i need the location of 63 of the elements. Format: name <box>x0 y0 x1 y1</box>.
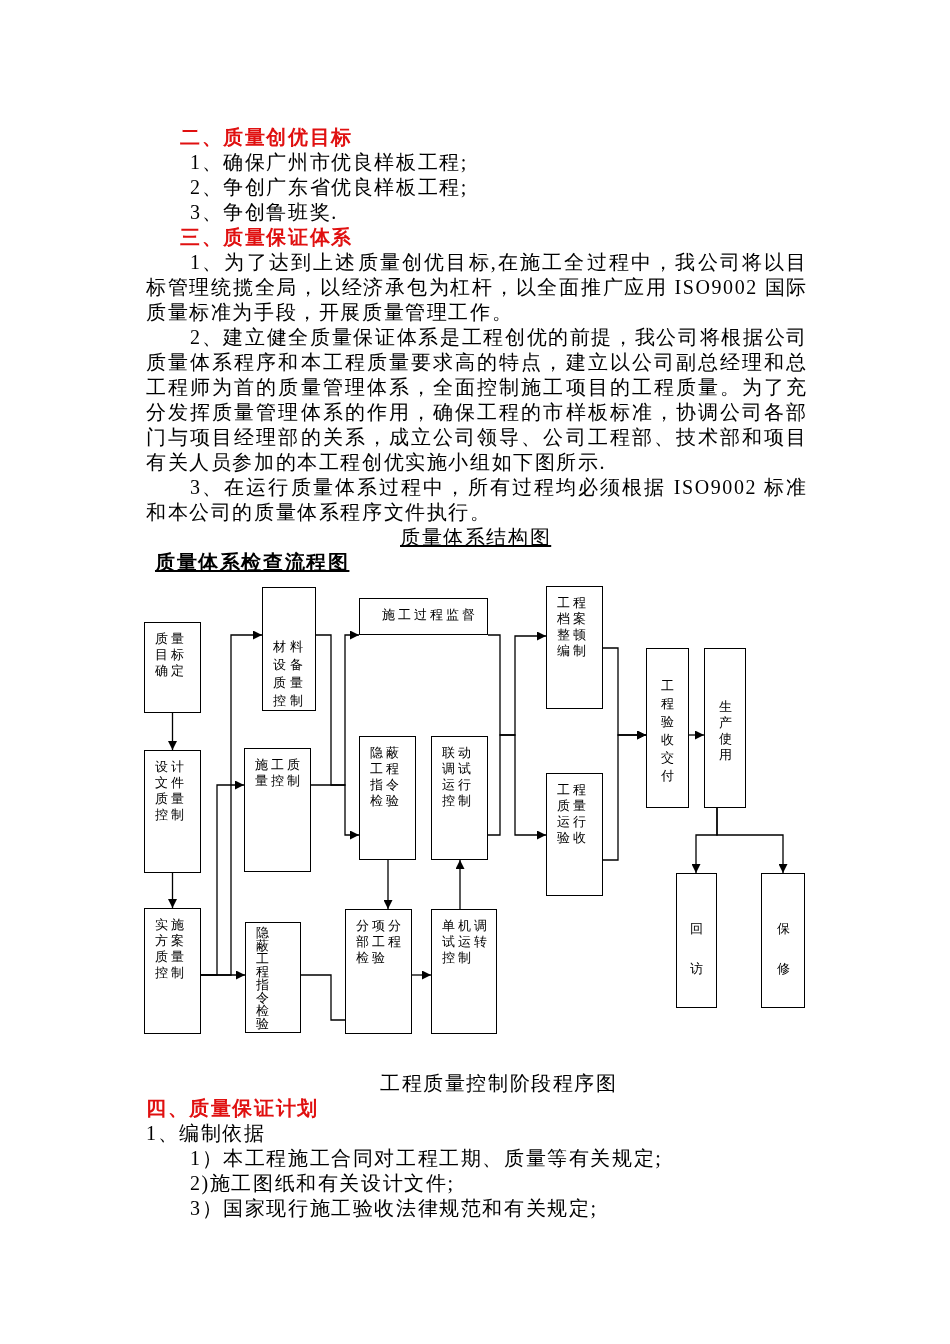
text-line: 1、确保广州市优良样板工程; <box>190 150 469 175</box>
process-box <box>345 909 412 1034</box>
arrow <box>310 784 360 840</box>
caption: 工程质量控制阶段程序图 <box>380 1071 618 1096</box>
box-label: 工程档案整顿编制 <box>557 595 590 659</box>
process-box <box>704 648 746 808</box>
box-label: 材料设备质量控制 <box>273 638 307 710</box>
process-box <box>646 648 689 808</box>
process-box <box>546 586 603 709</box>
process-box <box>244 748 311 872</box>
process-box <box>431 736 488 860</box>
process-box <box>144 750 201 873</box>
box-label: 施工质量控制 <box>255 757 303 789</box>
process-box <box>359 598 488 635</box>
section-heading: 四、质量保证计划 <box>146 1096 320 1121</box>
process-box <box>546 773 603 896</box>
arrow <box>168 872 177 909</box>
box-label: 隐蔽工程指令检验 <box>256 926 270 1030</box>
section-heading: 二、质量创优目标 <box>180 125 354 150</box>
arrow <box>716 807 788 874</box>
text-line: 3）国家现行施工验收法律规范和有关规定; <box>190 1196 599 1221</box>
arrow <box>487 631 547 736</box>
arrow <box>487 734 547 840</box>
box-label: 设计文件质量控制 <box>155 759 188 823</box>
process-box <box>144 908 201 1034</box>
box-label: 施工过程监督 <box>382 607 479 623</box>
paragraph: 2、建立健全质量保证体系是工程创优的前提，我公司将根据公司质量体系程序和本工程质量要求高的特点，建立以公司副总经理和总工程师为首的质量管理体系，全面控制施工项目的工程质量。为了充分发挥质量管理体系的作用，确保工程的市样板标准，协调公司各部门与项目经理部的关系，成立公司领导、公司工程部、技术部和项目有关人员参加的本工程创优实施小组如下图所示. <box>146 325 808 475</box>
arrow <box>383 859 393 910</box>
chart-title: 质量体系检查流程图 <box>155 550 350 575</box>
box-label: 隐蔽工程指令检验 <box>370 745 403 809</box>
box-label: 单机调试运转控制 <box>442 918 491 966</box>
box-label: 分项分部工程检验 <box>356 918 405 966</box>
box-label: 工程质量运行验收 <box>557 782 590 846</box>
arrow <box>200 970 246 980</box>
box-label: 生产使用 <box>719 699 733 763</box>
process-box <box>144 622 201 713</box>
process-box <box>761 873 805 1008</box>
box-label: 保修 <box>777 920 791 978</box>
arrow <box>688 730 705 740</box>
process-box <box>676 873 717 1008</box>
arrow <box>168 712 177 751</box>
arrow <box>411 970 432 980</box>
box-label: 质量目标确定 <box>155 631 188 679</box>
arrow <box>602 730 647 861</box>
arrow <box>455 859 465 910</box>
process-box <box>245 922 301 1033</box>
process-box <box>359 736 416 860</box>
process-box <box>431 909 497 1034</box>
text-line: 1、编制依据 <box>146 1121 267 1146</box>
text-line: 2)施工图纸和有关设计文件; <box>190 1171 456 1196</box>
section-heading: 三、质量保证体系 <box>180 225 354 250</box>
box-label: 实施方案质量控制 <box>155 917 188 981</box>
box-label: 联动调试运行控制 <box>442 745 475 809</box>
text-line: 1）本工程施工合同对工程工期、质量等有关规定; <box>190 1146 664 1171</box>
chart-title: 质量体系结构图 <box>400 525 552 550</box>
paragraph: 3、在运行质量体系过程中，所有过程均必须根据 ISO9002 标准和本公司的质量体系程序文件执行。 <box>146 475 808 525</box>
text-line: 2、争创广东省优良样板工程; <box>190 175 469 200</box>
arrow <box>315 630 360 786</box>
text-line: 3、争创鲁班奖. <box>190 200 339 225</box>
box-label: 回访 <box>690 920 704 978</box>
paragraph: 1、为了达到上述质量创优目标,在施工全过程中，我公司将以目标管理统揽全局，以经济承包为杠杆，以全面推广应用 ISO9002 国际质量标准为手段，开展质量管理工作。 <box>146 250 808 325</box>
box-label: 工程验收交付 <box>661 677 675 785</box>
process-box <box>262 587 316 711</box>
